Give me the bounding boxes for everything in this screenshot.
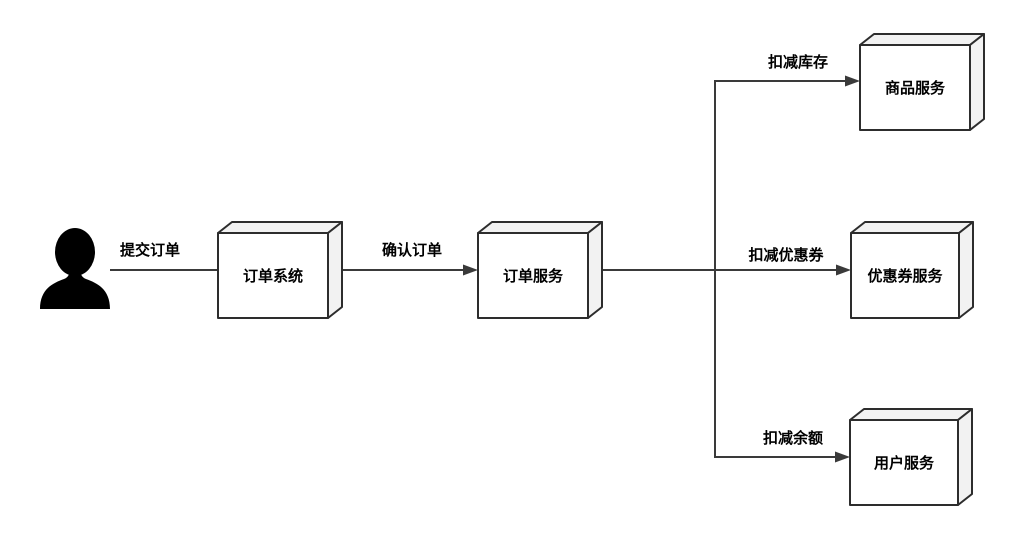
person-silhouette-icon	[55, 228, 95, 276]
node-label: 优惠券服务	[867, 267, 943, 285]
arrowhead-icon	[836, 264, 851, 276]
node-user-service: 用户服务	[849, 408, 973, 506]
node-order-service: 订单服务	[477, 221, 603, 319]
arrowhead-icon	[835, 451, 850, 463]
cube-front-face	[859, 44, 971, 131]
edge-user-to-order-system: 提交订单	[110, 241, 218, 271]
cube-top-face	[477, 221, 603, 234]
node-order-system: 订单系统	[217, 221, 343, 319]
edge-label: 扣减优惠券	[748, 246, 824, 264]
cube-top-face	[850, 221, 974, 234]
edge-order-service-branches: 扣减优惠券 扣减库存 扣减余额	[602, 53, 860, 463]
edge-order-system-to-order-service: 确认订单	[342, 241, 478, 276]
node-label: 订单服务	[503, 267, 564, 285]
node-label: 商品服务	[885, 79, 946, 97]
cube-top-face	[859, 33, 985, 46]
cube-right-face	[587, 221, 603, 319]
cube-front-face	[477, 232, 589, 319]
node-label: 用户服务	[874, 454, 935, 472]
edge-label: 扣减库存	[768, 53, 828, 71]
cube-front-face	[850, 232, 960, 319]
cube-top-face	[217, 221, 343, 234]
arrowhead-icon	[845, 75, 860, 87]
cube-right-face	[958, 221, 974, 319]
cube-top-face	[849, 408, 973, 421]
user-actor	[40, 228, 110, 309]
node-product-service: 商品服务	[859, 33, 985, 131]
cube-front-face	[217, 232, 329, 319]
arrowhead-icon	[463, 264, 478, 276]
cube-right-face	[969, 33, 985, 131]
node-label: 订单系统	[243, 267, 303, 285]
cube-front-face	[849, 419, 959, 506]
edge-label: 提交订单	[120, 241, 180, 259]
cube-right-face	[957, 408, 973, 506]
edge-label: 扣减余额	[763, 429, 823, 447]
node-coupon-service: 优惠券服务	[850, 221, 974, 319]
person-shoulders-icon	[40, 268, 110, 309]
edge-label: 确认订单	[382, 241, 442, 259]
cube-right-face	[327, 221, 343, 319]
